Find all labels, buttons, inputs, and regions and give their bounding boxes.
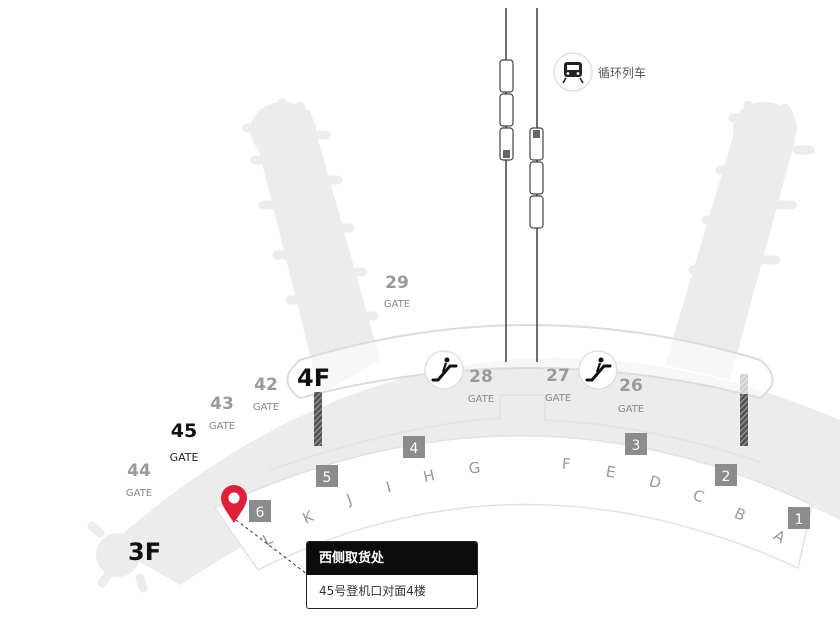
location-pin-icon[interactable] [221,485,247,523]
svg-text:GATE: GATE [545,393,571,404]
pickup-title: 西侧取货处 [307,542,477,575]
terminal-concourse [110,357,840,585]
gate-27[interactable]: 27 GATE [545,366,571,404]
svg-text:45: 45 [171,420,197,442]
pillar-right [740,374,748,446]
left-pier [242,98,380,395]
svg-text:29: 29 [385,273,409,293]
upper-floor-walkway [286,324,774,400]
counter-d: D [647,472,663,492]
escalator-icon [578,350,618,390]
gate-44[interactable]: 44 GATE [126,461,152,499]
gate-45[interactable]: 45 GATE [170,420,199,464]
svg-text:43: 43 [210,394,234,414]
callout-leader-line [235,519,308,575]
svg-text:GATE: GATE [468,394,494,405]
counter-g: G [468,458,481,477]
zone-4[interactable]: 4 [403,436,425,458]
zone-6[interactable]: 6 [249,500,271,522]
svg-text:GATE: GATE [170,451,199,464]
zone-1[interactable]: 1 [788,507,810,529]
gate-29[interactable]: 29 GATE [384,273,410,310]
svg-text:3: 3 [632,438,641,454]
svg-text:GATE: GATE [253,402,279,413]
train-cars-left [499,59,514,161]
gate-43[interactable]: 43 GATE [209,394,235,432]
right-pier [665,100,815,380]
pickup-callout[interactable]: 西侧取货处 45号登机口对面4楼 [306,541,478,609]
svg-text:27: 27 [546,366,570,386]
svg-text:6: 6 [256,505,265,521]
counter-e: E [605,462,617,481]
svg-text:44: 44 [127,461,151,481]
svg-text:28: 28 [469,367,493,387]
counter-j: J [343,490,354,509]
escalator-icon [424,350,464,390]
train-cars-right [529,127,544,229]
svg-text:5: 5 [323,470,332,486]
svg-text:42: 42 [254,375,278,395]
transit-label: 循环列车 [598,65,646,80]
svg-text:2: 2 [722,469,731,485]
pillar-left [314,392,322,446]
gate-42[interactable]: 42 GATE [253,375,279,413]
gate-28[interactable]: 28 GATE [468,367,494,405]
svg-text:GATE: GATE [384,299,410,310]
svg-text:GATE: GATE [618,404,644,415]
svg-text:GATE: GATE [126,488,152,499]
counter-f: F [561,455,571,474]
floor-label-upper: 4F [297,364,330,392]
zone-2[interactable]: 2 [715,464,737,486]
svg-text:GATE: GATE [209,421,235,432]
svg-text:26: 26 [619,376,643,396]
svg-text:1: 1 [795,512,804,528]
counter-h: H [422,466,437,486]
train-icon[interactable] [553,52,593,92]
counter-i: I [384,478,393,497]
zone-5[interactable]: 5 [316,465,338,487]
zone-3[interactable]: 3 [625,433,647,455]
svg-text:4: 4 [410,441,419,457]
floor-label-lower: 3F [128,538,161,566]
gate-26[interactable]: 26 GATE [618,376,644,415]
pickup-detail: 45号登机口对面4楼 [319,584,426,598]
